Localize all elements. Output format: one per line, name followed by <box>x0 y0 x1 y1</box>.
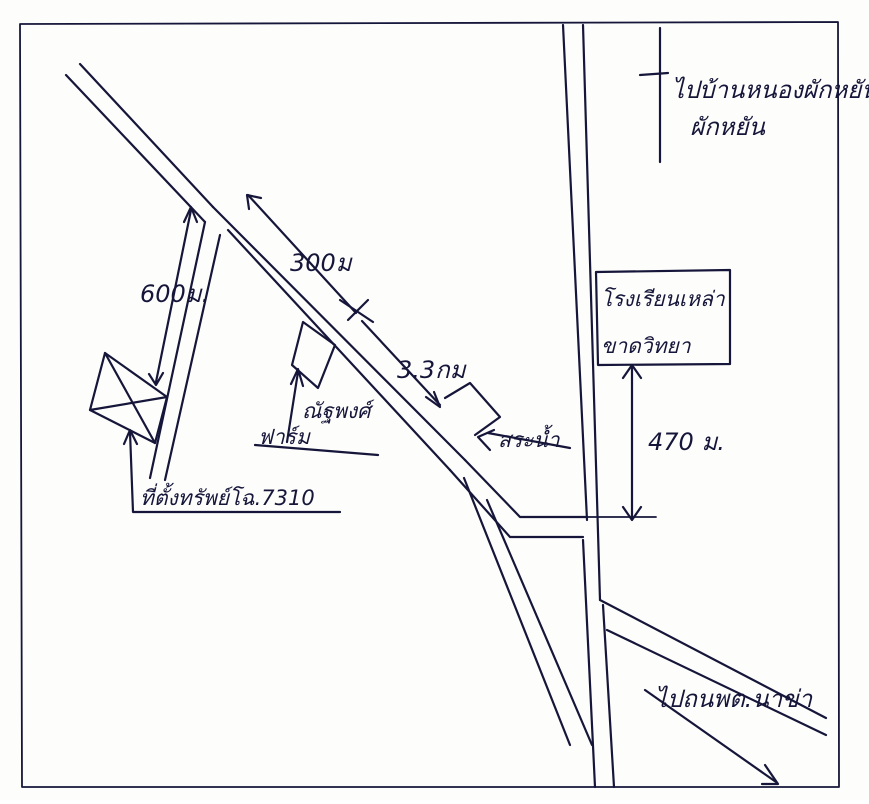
label-pond: สระน้ำ <box>498 424 561 452</box>
school-box <box>594 268 732 367</box>
label-pointers <box>122 71 780 786</box>
main-road-north-south <box>561 23 616 789</box>
dimension-600 <box>147 205 199 387</box>
property-plot <box>88 351 169 445</box>
label-to-road-south: ไปถนพต.นาข่า <box>655 685 814 713</box>
side-road-to-property <box>148 220 222 482</box>
label-school-line1: โรงเรียนเหล่า <box>601 287 726 311</box>
dimension-470 <box>586 363 657 522</box>
pond-shape <box>443 381 502 437</box>
label-farm-line2: ฟาร์ม <box>258 425 311 449</box>
road-south-branch <box>462 476 594 747</box>
road-east-branch <box>598 598 828 737</box>
dimension-300 <box>245 193 375 324</box>
label-school-line2: ขาดวิทยา <box>601 334 692 358</box>
label-to-village-line2: ผักหยัน <box>690 113 765 141</box>
label-to-village-line1: ไปบ้านหนองผักหยัน <box>672 76 869 104</box>
label-distance-300: 300ม <box>290 249 353 277</box>
label-distance-600: 600ม. <box>140 280 209 308</box>
page-border <box>19 21 840 788</box>
label-distance-470: 470 ม. <box>648 428 725 456</box>
farm-building <box>290 320 337 390</box>
label-plot-location: ที่ตั้งทรัพย์โฉ.7310 <box>140 482 315 510</box>
label-farm-line1: ณัฐพงศ์ <box>302 399 374 424</box>
dimension-33km <box>360 319 442 409</box>
label-distance-33km: 3.3กม <box>397 356 467 384</box>
